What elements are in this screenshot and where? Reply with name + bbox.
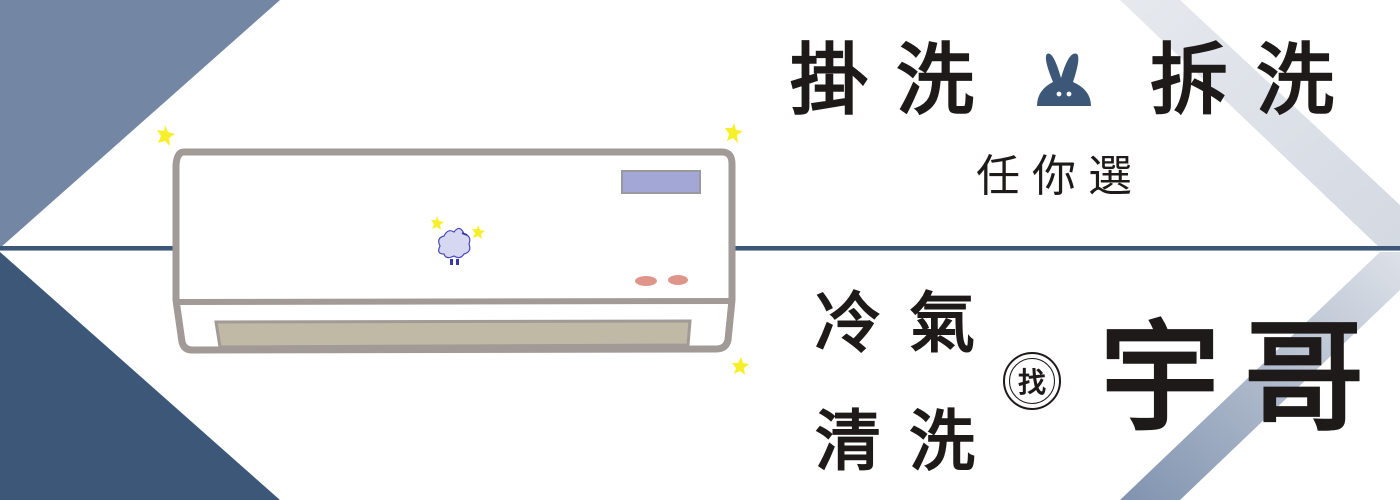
- subtitle-char: 選: [1088, 151, 1132, 202]
- sheep-icon: [438, 227, 471, 265]
- subtitle-char: 任: [976, 151, 1020, 202]
- find-seal-icon: 找: [1003, 352, 1061, 410]
- service-line-cleaning: 清洗: [815, 408, 1003, 474]
- sparkle-icon: [725, 123, 743, 143]
- headline-char: 拆: [1150, 35, 1229, 126]
- service-char: 清: [815, 402, 881, 480]
- brand-char: 哥: [1244, 307, 1364, 448]
- headline-disassembly-wash: 拆洗: [1150, 42, 1362, 120]
- service-char: 洗: [909, 402, 975, 480]
- sparkle-icon: [472, 225, 485, 239]
- ac-light: [668, 275, 688, 285]
- right-chevron-bottom-band: [1120, 252, 1400, 500]
- headline-char: 洗: [896, 35, 975, 126]
- top-left-triangle: [0, 0, 280, 248]
- brand-char: 宇: [1100, 307, 1220, 448]
- rabbit-icon: [1037, 53, 1091, 106]
- right-chevron-top-band-fill: [1120, 0, 1400, 248]
- ac-display: [621, 170, 701, 194]
- headline-char: 掛: [790, 35, 869, 126]
- bottom-left-triangle: [0, 252, 280, 500]
- service-line-aircon: 冷氣: [815, 290, 1003, 356]
- ac-vent: [214, 319, 692, 349]
- seal-char: 找: [1009, 358, 1055, 404]
- sparkle-icon: [157, 125, 175, 146]
- service-char: 氣: [909, 284, 975, 362]
- headline-wall-mounted-wash: 掛洗: [790, 42, 1002, 120]
- subtitle-char: 你: [1032, 151, 1076, 202]
- sparkles: [157, 123, 749, 375]
- headline-char: 洗: [1256, 35, 1335, 126]
- service-char: 冷: [815, 284, 881, 362]
- ac-light: [635, 276, 657, 286]
- subtitle-your-choice: 任你選: [976, 155, 1144, 199]
- sparkle-icon: [732, 357, 749, 375]
- brand-name: 宇哥: [1100, 318, 1388, 438]
- sparkle-icon: [431, 216, 444, 230]
